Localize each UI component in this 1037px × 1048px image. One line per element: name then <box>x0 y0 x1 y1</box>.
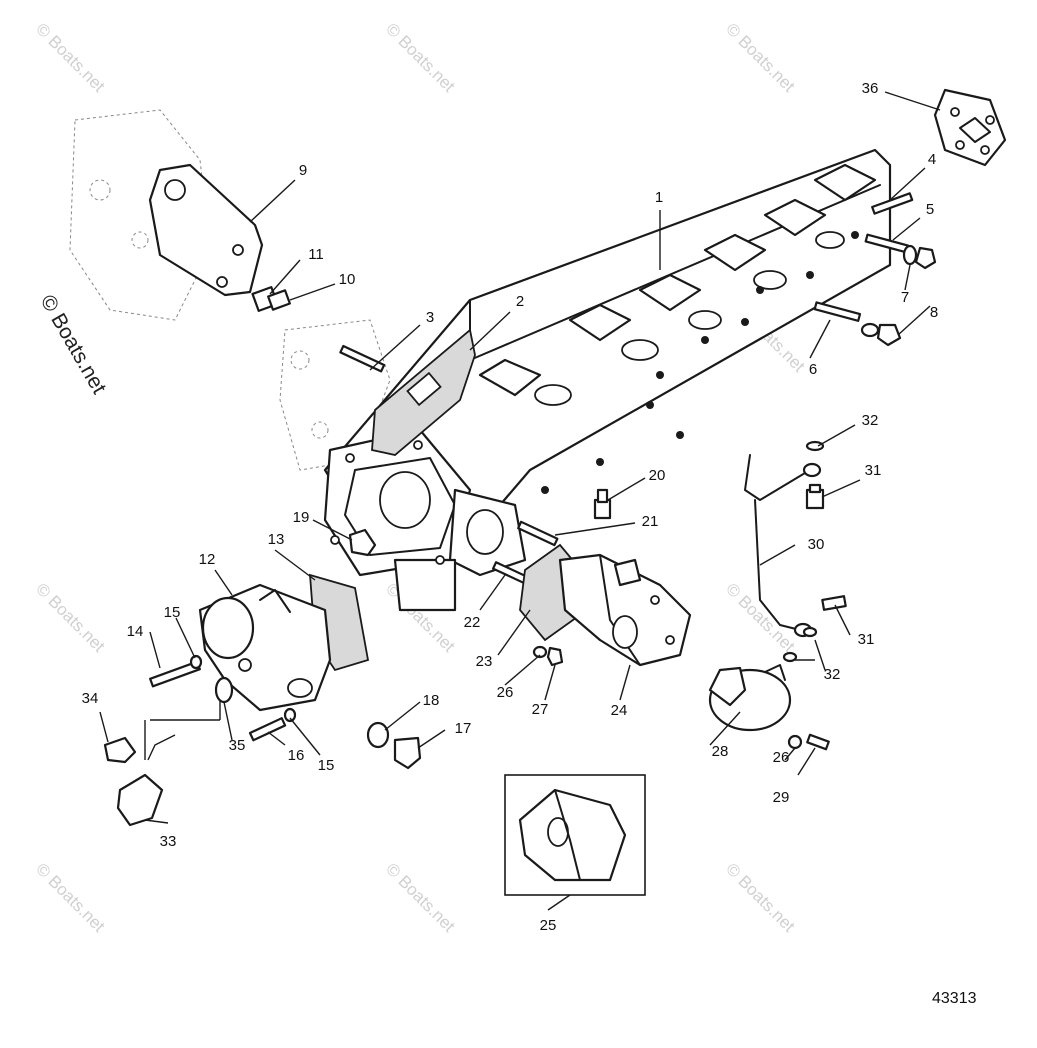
inset-box-25 <box>504 774 646 896</box>
exhaust-manifold <box>323 148 892 612</box>
leader-lines <box>99 91 941 911</box>
callout-17: 17 <box>455 720 472 737</box>
callout-4: 4 <box>928 151 936 168</box>
callout-31-upper: 31 <box>865 462 882 479</box>
callout-9: 9 <box>299 162 307 179</box>
callout-8: 8 <box>930 304 938 321</box>
housing-fasteners <box>149 654 297 742</box>
callout-18: 18 <box>423 692 440 709</box>
callout-16: 16 <box>288 747 305 764</box>
callout-1: 1 <box>655 189 663 206</box>
callout-23: 23 <box>476 653 493 670</box>
watermark: © Boats.net <box>32 579 109 656</box>
sender-33-34 <box>103 700 221 827</box>
studs-21-22 <box>491 520 559 586</box>
bracket-bolt <box>251 286 291 312</box>
callout-5: 5 <box>926 201 934 218</box>
callout-30: 30 <box>808 536 825 553</box>
callout-27: 27 <box>532 701 549 718</box>
callout-3: 3 <box>426 309 434 326</box>
callout-32-upper: 32 <box>862 412 879 429</box>
callout-28: 28 <box>712 743 729 760</box>
callout-labels: 1 2 3 4 5 6 7 8 9 10 11 12 13 14 15 15 1… <box>82 80 939 934</box>
callout-34: 34 <box>82 690 99 707</box>
callout-35: 35 <box>229 737 246 754</box>
callout-31-lower: 31 <box>858 631 875 648</box>
stud-3 <box>339 344 386 373</box>
callout-25: 25 <box>540 917 557 934</box>
callout-6: 6 <box>809 361 817 378</box>
bracket-part <box>148 163 264 297</box>
callout-33: 33 <box>160 833 177 850</box>
washer-bolt-26-29 <box>787 733 830 751</box>
callout-26-lower: 26 <box>773 749 790 766</box>
callout-32-lower: 32 <box>824 666 841 683</box>
callout-12: 12 <box>199 551 216 568</box>
callout-21: 21 <box>642 513 659 530</box>
figure-number: 43313 <box>932 990 977 1007</box>
elbow-assembly <box>519 543 692 667</box>
actuator-28 <box>708 664 792 732</box>
studs-4-5-6 <box>813 192 914 322</box>
callout-7: 7 <box>901 289 909 306</box>
washer-nut-26-27 <box>532 645 564 667</box>
watermark: © Boats.net <box>722 19 799 96</box>
callout-20: 20 <box>649 467 666 484</box>
callout-10: 10 <box>339 271 356 288</box>
cover-plate <box>933 88 1007 167</box>
manifold-gasket <box>371 328 476 456</box>
callout-14: 14 <box>127 623 144 640</box>
watermark: © Boats.net <box>382 19 459 96</box>
side-watermark: © Boats.net <box>36 291 111 398</box>
engine-block-outline <box>69 109 391 471</box>
callout-24: 24 <box>611 702 628 719</box>
plug-oring-17-18 <box>366 721 422 770</box>
callout-22: 22 <box>464 614 481 631</box>
watermark: © Boats.net <box>722 859 799 936</box>
callout-29: 29 <box>773 789 790 806</box>
nut-19 <box>348 528 377 557</box>
fitting-20 <box>593 488 612 520</box>
callout-36: 36 <box>862 80 879 97</box>
callout-19: 19 <box>293 509 310 526</box>
callout-15-lower: 15 <box>318 757 335 774</box>
washers-nuts-7-8 <box>860 244 937 347</box>
callout-11: 11 <box>308 246 324 263</box>
watermark: © Boats.net <box>32 859 109 936</box>
watermark: © Boats.net <box>382 859 459 936</box>
thermostat-housing <box>198 573 370 712</box>
callout-26-upper: 26 <box>497 684 514 701</box>
callout-2: 2 <box>516 293 524 310</box>
callout-15-upper: 15 <box>164 604 181 621</box>
tube-assembly <box>744 440 847 663</box>
callout-13: 13 <box>268 531 285 548</box>
watermark: © Boats.net <box>32 19 109 96</box>
